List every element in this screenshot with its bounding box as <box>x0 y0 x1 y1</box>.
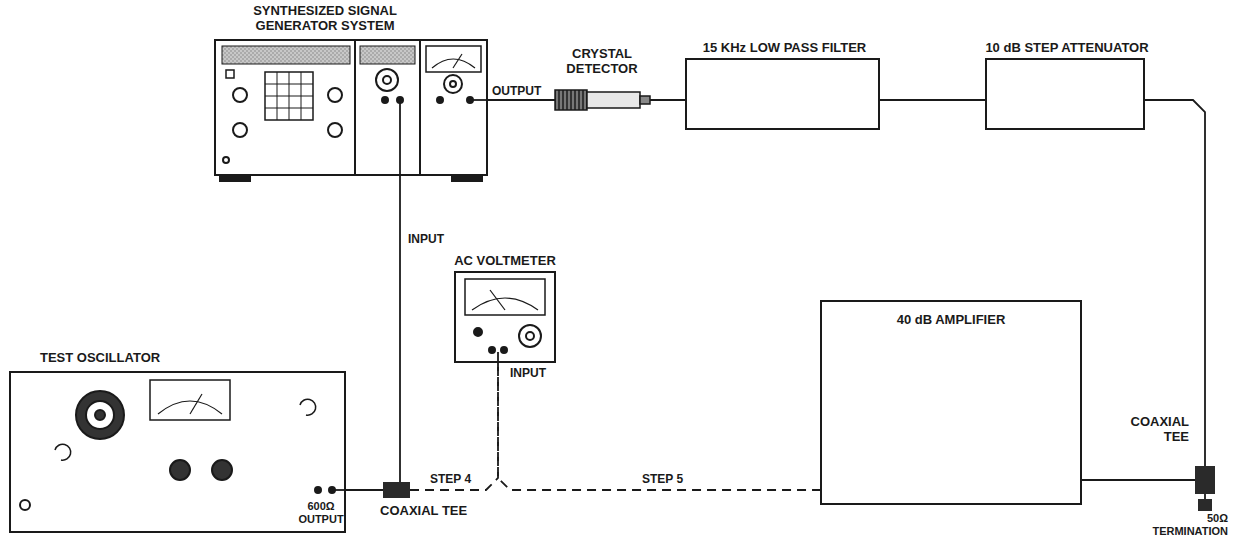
ac-voltmeter-body-part <box>472 298 538 310</box>
test-oscillator-body-part <box>10 372 345 532</box>
step-attenuator: 10 dB STEP ATTENUATOR <box>985 58 1145 130</box>
test-oscillator-body-part <box>300 399 316 415</box>
ac-voltmeter-body-part <box>465 279 545 315</box>
node-title: CRYSTAL DETECTOR <box>557 46 647 76</box>
signal-generator-part <box>233 123 247 137</box>
coax-cable <box>487 99 555 101</box>
test-oscillator-body-part <box>20 500 30 510</box>
signal-generator-part <box>328 123 342 137</box>
signal-generator-part <box>426 46 481 72</box>
signal-generator-part <box>419 40 421 175</box>
signal-generator-part <box>265 72 313 120</box>
ac-voltmeter-body-part <box>455 272 555 362</box>
test-oscillator-body-part <box>190 394 202 414</box>
node-title: TEST OSCILLATOR <box>40 350 200 365</box>
crystal-detector-body-part <box>587 92 640 108</box>
test-oscillator-body-part <box>212 460 232 480</box>
test-oscillator-body-part <box>55 444 71 460</box>
signal-generator-part <box>444 75 462 93</box>
signal-generator-part <box>215 40 487 175</box>
coax-cable <box>650 99 685 101</box>
test-oscillator-body <box>10 372 345 532</box>
port-label: 600Ω OUTPUT <box>294 500 348 526</box>
signal-generator-part <box>383 76 391 84</box>
test-oscillator: TEST OSCILLATOR <box>10 372 345 532</box>
node-title: COAXIAL TEE <box>380 503 480 518</box>
signal-generator-part <box>223 157 229 163</box>
ac-voltmeter-body <box>455 272 555 362</box>
test-oscillator-body-part <box>315 487 321 493</box>
signal-generator: SYNTHESIZED SIGNAL GENERATOR SYSTEM <box>215 40 487 175</box>
signal-generator-part <box>360 46 415 64</box>
node-title: 10 dB STEP ATTENUATOR <box>967 40 1167 55</box>
test-oscillator-body-part <box>76 391 124 439</box>
signal-generator-part <box>399 100 401 175</box>
coax-cable <box>880 99 985 101</box>
node-title: 15 KHz LOW PASS FILTER <box>687 40 882 55</box>
ac-voltmeter-body-part <box>519 325 541 347</box>
signal-generator-part <box>452 175 482 181</box>
signal-generator-part <box>265 96 313 97</box>
node-title: SYNTHESIZED SIGNAL GENERATOR SYSTEM <box>240 3 410 33</box>
port-label: INPUT <box>508 366 562 380</box>
dashed-cable <box>498 362 820 490</box>
test-oscillator-body-part <box>332 489 345 491</box>
crystal-detector-body <box>555 90 650 110</box>
node-title: AC VOLTMETER <box>445 253 565 268</box>
coax-cable <box>345 489 383 491</box>
coaxial-tee: COAXIAL TEE <box>1195 466 1215 494</box>
coax-cable <box>399 175 401 482</box>
test-oscillator-body-part <box>170 460 190 480</box>
signal-generator-part <box>470 99 487 101</box>
signal-generator-part <box>220 175 250 181</box>
signal-generator-part <box>226 70 234 78</box>
crystal-detector: CRYSTAL DETECTOR <box>555 90 650 110</box>
ac-voltmeter-body-part <box>474 328 482 336</box>
node-title: 40 dB AMPLIFIER <box>822 312 1080 327</box>
signal-generator-part <box>265 108 313 109</box>
signal-generator-part <box>450 81 456 87</box>
ac-voltmeter-body-part <box>501 347 507 353</box>
ac-voltmeter-body-part <box>489 347 495 353</box>
connection-label: OUTPUT <box>490 84 543 98</box>
coax-cable <box>1082 479 1195 481</box>
test-oscillator-body-part <box>86 401 114 429</box>
signal-generator-part <box>437 97 443 103</box>
signal-generator-part <box>328 88 342 102</box>
amplifier: 40 dB AMPLIFIER <box>820 300 1082 505</box>
test-oscillator-body-part <box>95 410 105 420</box>
test-oscillator-body-part <box>158 401 222 414</box>
signal-generator-part <box>233 88 247 102</box>
signal-generator-part <box>382 97 388 103</box>
ac-voltmeter-body-part <box>490 290 505 310</box>
low-pass-filter: 15 KHz LOW PASS FILTER <box>685 58 880 130</box>
connection-label: STEP 4 <box>428 472 473 486</box>
ac-voltmeter: AC VOLTMETER <box>455 272 555 362</box>
termination: 50Ω TERMINATION <box>1198 499 1212 511</box>
signal-generator-part <box>301 72 302 120</box>
signal-generator-part <box>222 46 350 64</box>
signal-generator <box>215 40 487 181</box>
ac-voltmeter-body-part <box>497 352 499 362</box>
node-title: COAXIAL TEE <box>1115 414 1189 444</box>
crystal-detector-body-part <box>555 90 587 110</box>
signal-generator-part <box>376 69 398 91</box>
connection-label: INPUT <box>406 232 446 246</box>
signal-generator-part <box>354 40 356 175</box>
connection-label: STEP 5 <box>640 472 685 486</box>
coaxial-tee: COAXIAL TEE <box>383 482 410 498</box>
signal-generator-part <box>453 54 462 68</box>
crystal-detector-body-part <box>640 96 650 104</box>
ac-voltmeter-body-part <box>526 332 534 340</box>
coax-cable <box>1145 100 1205 466</box>
node-title: 50Ω TERMINATION <box>1138 512 1228 538</box>
dashed-cable <box>410 362 498 490</box>
test-oscillator-body-part <box>150 380 230 420</box>
